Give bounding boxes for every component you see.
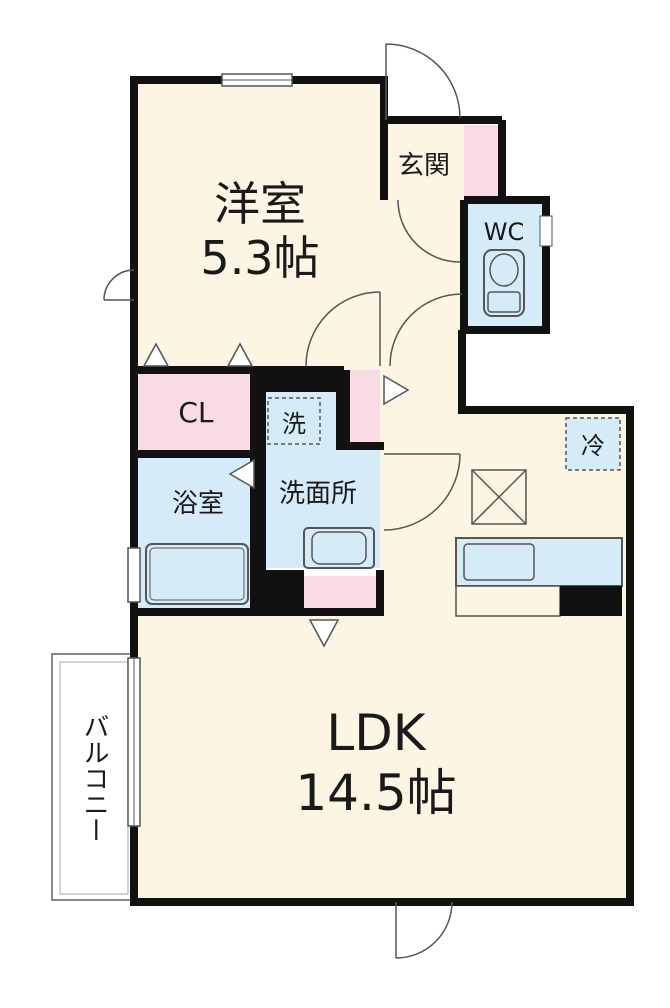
doors [103,43,463,959]
window-wc [539,215,553,247]
kitchen-lower-cabinet [455,585,561,617]
washer-label: 洗 [282,410,306,438]
closet-label: CL [178,396,214,429]
balcony [51,653,135,901]
washer-spot [267,397,321,445]
bath-label: 浴室 [172,489,224,519]
balcony-label: バルコニー [79,713,109,843]
washroom-label: 洗面所 [279,479,357,509]
ldk-name: LDK [326,704,426,762]
fridge-spot [565,417,621,471]
toilet [483,249,525,317]
kitchen-sink [463,543,535,581]
wash-basin [303,527,375,569]
wc-label: WC [484,218,525,246]
shoe-closet [464,125,500,197]
western-room-size: 5.3帖 [200,231,319,285]
ldk-size: 14.5帖 [295,764,456,822]
genkan-area [384,120,464,200]
fridge-label: 冷 [581,432,605,460]
bathtub [145,543,249,605]
kitchen-black-block [560,586,622,616]
window-bath [127,547,141,603]
closet-markers [142,342,410,648]
walls [130,76,634,906]
pink-storage-lower [302,576,378,612]
western-room-name: 洋室 [214,177,306,231]
western-room-area [134,80,384,370]
genkan-label: 玄関 [398,151,450,181]
closet-area [134,370,254,452]
